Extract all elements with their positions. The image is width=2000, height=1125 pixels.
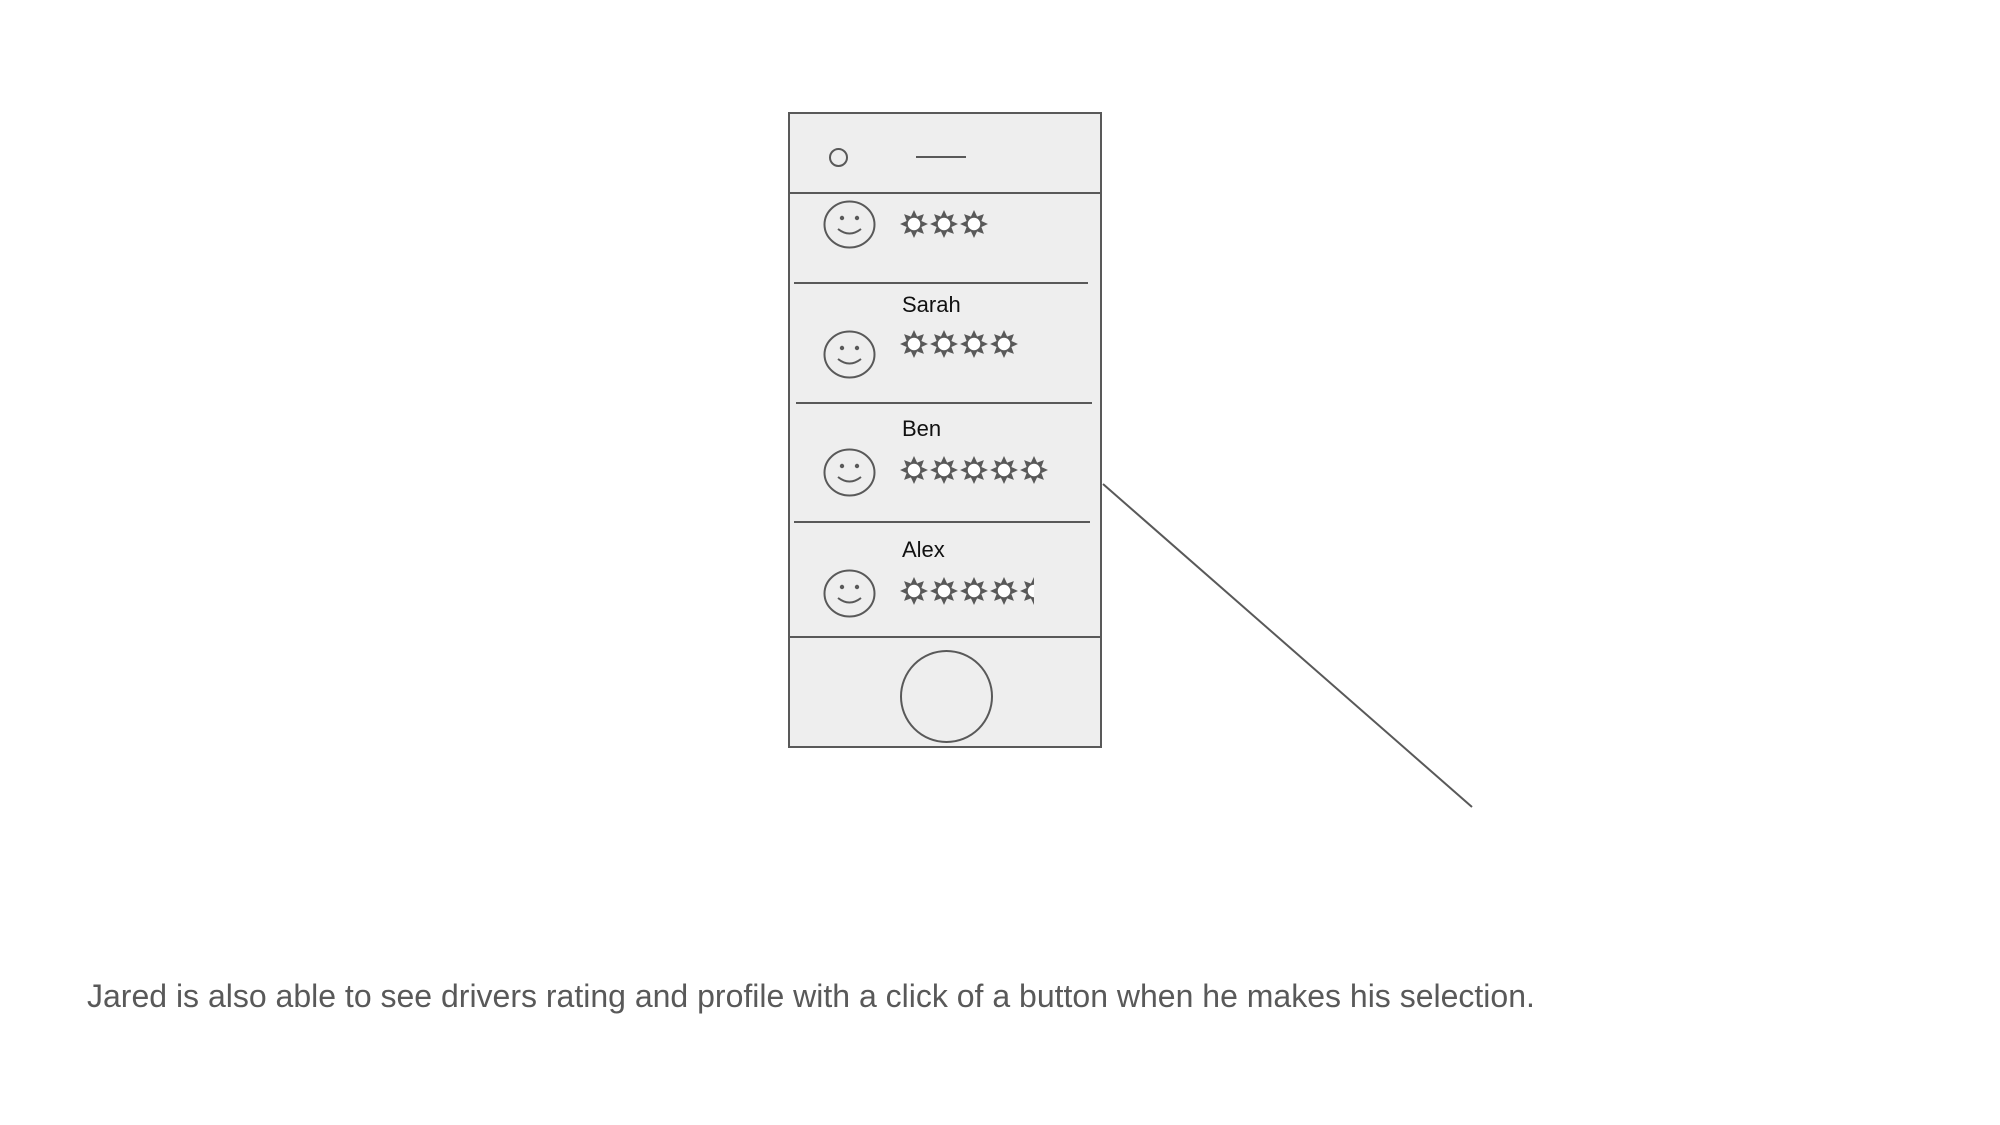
row-divider bbox=[794, 521, 1090, 523]
caption-text: Jared is also able to see drivers rating… bbox=[87, 978, 1535, 1014]
driver-name: Ben bbox=[902, 416, 942, 441]
rating-star-icon bbox=[900, 577, 928, 605]
star-rating bbox=[900, 210, 988, 238]
driver-row[interactable]: Sarah bbox=[790, 284, 1100, 402]
rating-star-icon bbox=[930, 456, 958, 484]
home-button[interactable] bbox=[900, 650, 993, 743]
rating-star-icon bbox=[990, 456, 1018, 484]
smiley-avatar-icon bbox=[823, 448, 876, 497]
driver-name: Sarah bbox=[902, 292, 961, 317]
star-rating bbox=[900, 577, 1034, 605]
rating-star-icon bbox=[1020, 456, 1048, 484]
rating-star-icon bbox=[900, 330, 928, 358]
rating-star-icon bbox=[1020, 577, 1034, 605]
rating-star-icon bbox=[960, 456, 988, 484]
rating-star-icon bbox=[930, 330, 958, 358]
row-divider bbox=[796, 402, 1092, 404]
smiley-avatar-icon bbox=[823, 200, 876, 249]
star-rating bbox=[900, 456, 1048, 484]
driver-row[interactable]: Ben bbox=[790, 404, 1100, 522]
phone-mockup: Sarah Ben Alex bbox=[788, 112, 1102, 748]
rating-star-icon bbox=[900, 456, 928, 484]
rating-star-icon bbox=[990, 577, 1018, 605]
rating-star-icon bbox=[930, 210, 958, 238]
rating-star-icon bbox=[990, 330, 1018, 358]
rating-star-icon bbox=[960, 577, 988, 605]
driver-name: Alex bbox=[902, 537, 945, 562]
driver-row[interactable]: Alex bbox=[790, 523, 1100, 636]
rating-star-icon bbox=[900, 210, 928, 238]
star-rating bbox=[900, 330, 1018, 358]
rating-star-icon bbox=[930, 577, 958, 605]
smiley-avatar-icon bbox=[823, 569, 876, 618]
row-divider bbox=[794, 282, 1088, 284]
driver-row[interactable] bbox=[790, 194, 1100, 314]
camera-icon bbox=[829, 148, 848, 167]
rating-star-icon bbox=[960, 330, 988, 358]
rating-star-icon bbox=[960, 210, 988, 238]
phone-top-bar bbox=[790, 114, 1100, 194]
smiley-avatar-icon bbox=[823, 330, 876, 379]
speaker-icon bbox=[916, 156, 966, 158]
home-bar-divider bbox=[790, 636, 1100, 638]
